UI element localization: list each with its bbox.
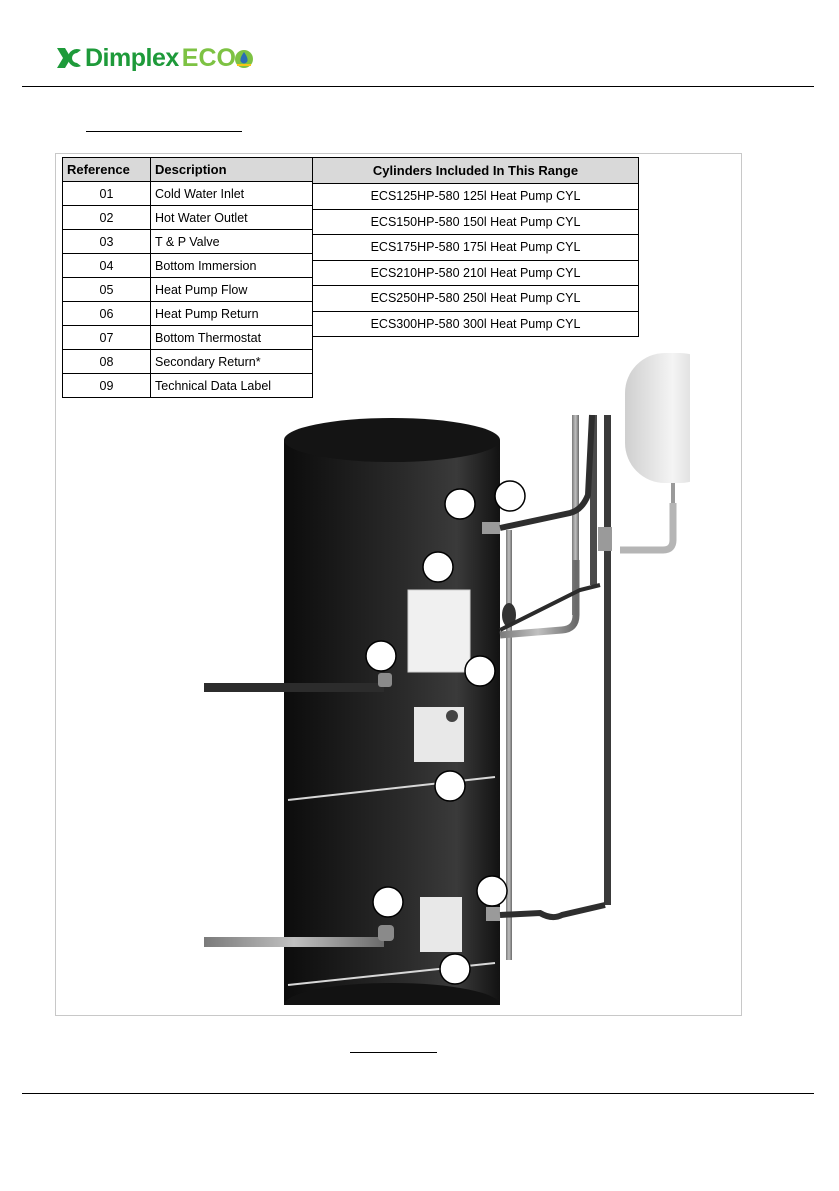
eco-drop-icon	[234, 50, 253, 68]
table-row: ECS150HP-580 150l Heat Pump CYL	[312, 208, 639, 235]
desc-cell: Technical Data Label	[150, 373, 313, 398]
brand-suffix: ECO	[181, 43, 236, 72]
desc-cell: Hot Water Outlet	[150, 205, 313, 230]
desc-cell: Heat Pump Flow	[150, 277, 313, 302]
cylinder-range-table: Cylinders Included In This Range ECS125H…	[312, 157, 639, 337]
cylinder-body	[284, 418, 500, 1005]
cylinder-illustration	[204, 353, 690, 1005]
ref-cell: 02	[62, 205, 151, 230]
desc-cell: Secondary Return*	[150, 349, 313, 374]
ref-cell: 09	[62, 373, 151, 398]
desc-cell: Bottom Thermostat	[150, 325, 313, 350]
desc-cell: Bottom Immersion	[150, 253, 313, 278]
ref-cell: 04	[62, 253, 151, 278]
desc-cell: Cold Water Inlet	[150, 181, 313, 206]
heading-underline	[86, 131, 242, 132]
header-rule	[22, 86, 814, 87]
header-cylinders: Cylinders Included In This Range	[312, 157, 639, 184]
cylinder-cell: ECS210HP-580 210l Heat Pump CYL	[312, 259, 639, 286]
table-row: ECS210HP-580 210l Heat Pump CYL	[312, 259, 639, 286]
ref-cell: 03	[62, 229, 151, 254]
cylinder-cell: ECS150HP-580 150l Heat Pump CYL	[312, 208, 639, 235]
table-row: ECS250HP-580 250l Heat Pump CYL	[312, 285, 639, 312]
ref-cell: 08	[62, 349, 151, 374]
header-logo: Dimplex ECO	[55, 38, 255, 78]
ref-cell: 06	[62, 301, 151, 326]
cylinder-cell: ECS125HP-580 125l Heat Pump CYL	[312, 183, 639, 210]
ref-cell: 05	[62, 277, 151, 302]
table-row: ECS300HP-580 300l Heat Pump CYL	[312, 310, 639, 337]
caption-underline	[350, 1052, 437, 1053]
ref-cell: 01	[62, 181, 151, 206]
header-description: Description	[150, 157, 313, 182]
cylinder-cell: ECS300HP-580 300l Heat Pump CYL	[312, 310, 639, 337]
cylinder-cell: ECS250HP-580 250l Heat Pump CYL	[312, 285, 639, 312]
footer-rule	[22, 1093, 814, 1094]
reference-table-header: Reference Description	[62, 157, 313, 182]
cylinder-table-header: Cylinders Included In This Range	[312, 157, 639, 184]
header-reference: Reference	[62, 157, 151, 182]
expansion-vessel	[625, 353, 690, 503]
brand-name: Dimplex	[85, 43, 179, 72]
desc-cell: Heat Pump Return	[150, 301, 313, 326]
dimplex-logo-icon	[57, 48, 81, 68]
desc-cell: T & P Valve	[150, 229, 313, 254]
table-row: ECS175HP-580 175l Heat Pump CYL	[312, 234, 639, 261]
ref-cell: 07	[62, 325, 151, 350]
table-row: ECS125HP-580 125l Heat Pump CYL	[312, 183, 639, 210]
cylinder-cell: ECS175HP-580 175l Heat Pump CYL	[312, 234, 639, 261]
